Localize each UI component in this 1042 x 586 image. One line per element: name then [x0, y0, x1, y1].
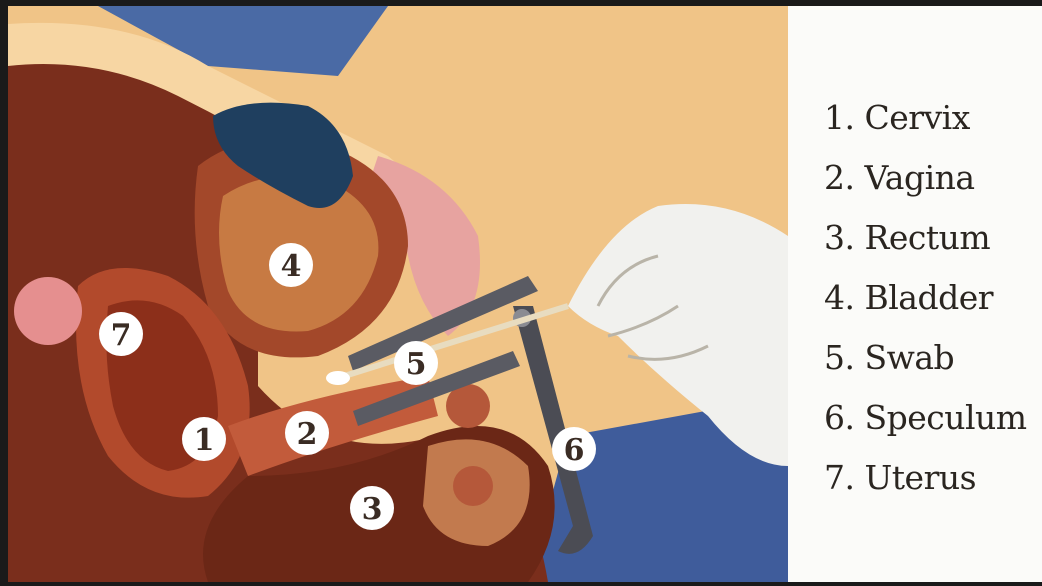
- marker-3: 3: [350, 486, 394, 530]
- marker-2: 2: [285, 411, 329, 455]
- legend-item-uterus: 7. Uterus: [824, 452, 1027, 512]
- legend-item-cervix: 1. Cervix: [824, 92, 1027, 152]
- marker-6-label: 6: [564, 433, 585, 468]
- legend-list: 1. Cervix 2. Vagina 3. Rectum 4. Bladder…: [824, 92, 1027, 512]
- marker-2-label: 2: [297, 417, 318, 452]
- legend-item-swab: 5. Swab: [824, 332, 1027, 392]
- legend-item-rectum: 3. Rectum: [824, 212, 1027, 272]
- marker-1: 1: [182, 417, 226, 461]
- legend-panel: 1. Cervix 2. Vagina 3. Rectum 4. Bladder…: [788, 6, 1042, 582]
- marker-5: 5: [394, 341, 438, 385]
- legend-item-bladder: 4. Bladder: [824, 272, 1027, 332]
- legend-item-speculum: 6. Speculum: [824, 392, 1027, 452]
- marker-7-label: 7: [111, 318, 132, 353]
- marker-5-label: 5: [406, 347, 427, 382]
- marker-6: 6: [552, 427, 596, 471]
- ovary-fimbria: [14, 277, 82, 345]
- marker-1-label: 1: [194, 423, 215, 458]
- anatomy-svg: 1 2 3 4 5 6 7: [8, 6, 788, 582]
- marker-4-label: 4: [281, 249, 302, 284]
- legend-item-vagina: 2. Vagina: [824, 152, 1027, 212]
- marker-7: 7: [99, 312, 143, 356]
- marker-4: 4: [269, 243, 313, 287]
- marker-3-label: 3: [362, 492, 383, 527]
- swab-tip: [326, 371, 350, 385]
- anatomy-illustration: 1 2 3 4 5 6 7: [8, 6, 788, 582]
- rectum-stool-2: [453, 466, 493, 506]
